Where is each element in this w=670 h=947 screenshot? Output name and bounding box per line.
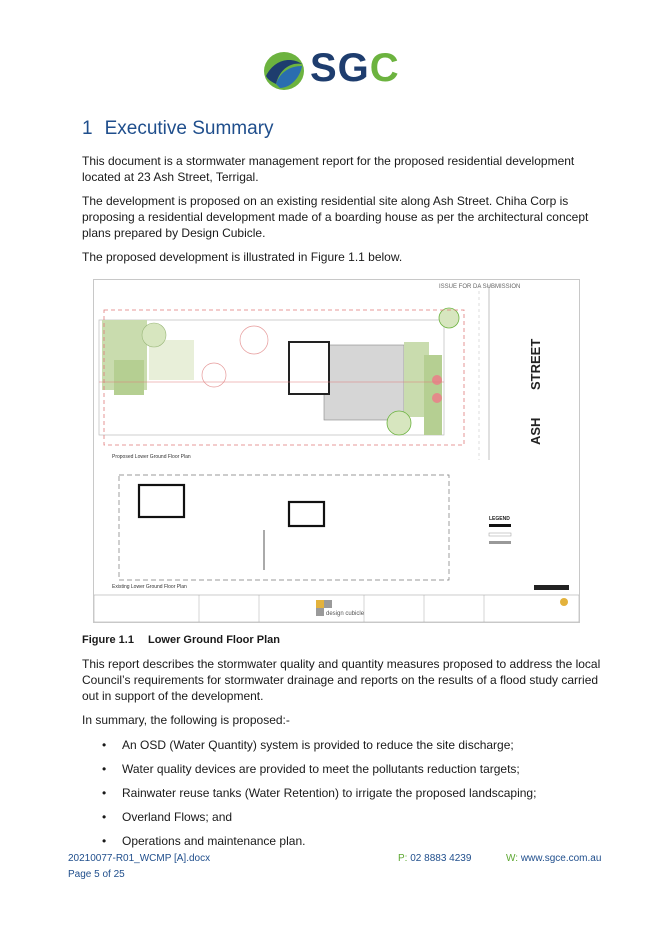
footer-page-number: Page 5 of 25 — [68, 869, 125, 880]
issue-note: ISSUE FOR DA SUBMISSION — [439, 284, 520, 290]
section-heading: 1 Executive Summary — [82, 118, 274, 140]
architect-mark: design cubicle — [326, 611, 365, 617]
footer-phone-label: P: — [398, 853, 408, 864]
sgc-logo-mark-icon — [264, 52, 304, 90]
paragraph-figure-ref: The proposed development is illustrated … — [82, 250, 403, 264]
paragraph-summary-intro: In summary, the following is proposed:- — [82, 713, 290, 727]
list-item: An OSD (Water Quantity) system is provid… — [82, 737, 602, 761]
footer-web-value[interactable]: www.sgce.com.au — [520, 853, 602, 864]
proposal-list: An OSD (Water Quantity) system is provid… — [82, 733, 602, 857]
section-number: 1 — [82, 118, 93, 139]
paragraph-intro: This document is a stormwater management… — [82, 154, 575, 184]
figure-caption: Figure 1.1 Lower Ground Floor Plan — [82, 634, 280, 646]
list-item: Overland Flows; and — [82, 809, 602, 833]
footer-web: W: www.sgce.com.au — [506, 853, 601, 864]
list-item: Rainwater reuse tanks (Water Retention) … — [82, 785, 602, 809]
figure-caption-text: Lower Ground Floor Plan — [147, 634, 280, 646]
plan-title-proposed: Proposed Lower Ground Floor Plan — [112, 454, 191, 460]
street-name-label: ASH — [528, 418, 543, 445]
figure-label: Figure 1.1 — [82, 634, 134, 646]
floor-plan-drawing: STREET ASH ISSUE FOR DA SUBMISSION Propo… — [93, 280, 580, 623]
footer-phone-value: 02 8883 4239 — [410, 853, 472, 864]
footer-doc-ref: 20210077-R01_WCMP [A].docx — [68, 853, 211, 864]
plan-title-existing: Existing Lower Ground Floor Plan — [112, 584, 187, 590]
street-word-label: STREET — [528, 339, 543, 390]
list-item: Water quality devices are provided to me… — [82, 761, 602, 785]
section-title: Executive Summary — [104, 118, 274, 139]
footer-phone: P: 02 8883 4239 — [398, 853, 471, 864]
paragraph-report-scope: This report describes the stormwater qua… — [82, 657, 601, 703]
paragraph-development: The development is proposed on an existi… — [82, 194, 589, 240]
sgc-logo-wordmark: SGC — [310, 46, 400, 90]
sgc-logo: SGC — [262, 46, 412, 92]
footer-web-label: W: — [506, 853, 519, 864]
legend-title: LEGEND — [489, 516, 510, 522]
floor-plan-figure: STREET ASH ISSUE FOR DA SUBMISSION Propo… — [93, 279, 580, 623]
list-item: Operations and maintenance plan. — [82, 833, 602, 857]
